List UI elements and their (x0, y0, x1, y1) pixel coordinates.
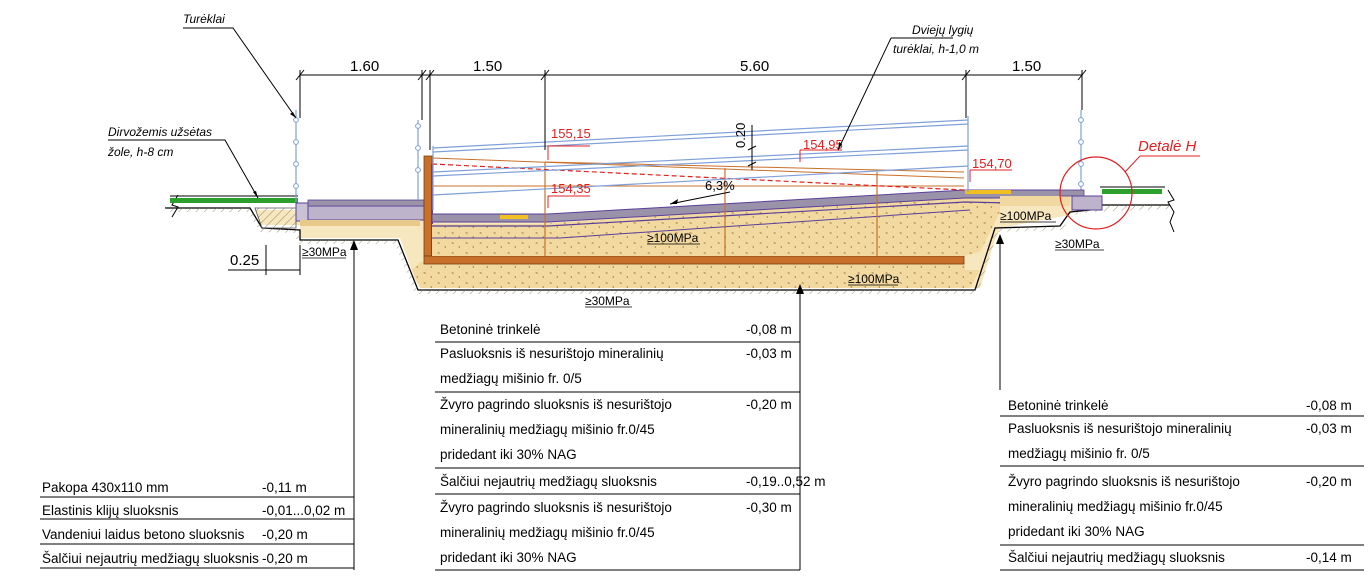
right-row1-value: -0,08 m (1306, 398, 1352, 413)
handrail-nodes (293, 117, 1084, 189)
slope-label: 6,3% (705, 178, 735, 193)
dim-1-60: 1.60 (350, 58, 379, 75)
strength-30-bottom: ≥30MPa (585, 294, 630, 308)
ramp-body (431, 157, 1061, 256)
elevation-markers (547, 145, 1012, 208)
slope-arrow (669, 191, 731, 205)
ramp-base-gravel (432, 196, 1000, 256)
dim-1-50-left: 1.50 (473, 58, 502, 75)
layer-table-right: Betoninė trinkelė -0,08 m Pasluoksnis iš… (1000, 398, 1364, 571)
callout-dirvozemis-line1: Dirvožemis užsėtas (108, 125, 212, 139)
right-row2-value: -0,03 m (1306, 421, 1352, 436)
left-row1-name: Pakopa 430x110 mm (42, 480, 169, 495)
mid-row1-value: -0,08 m (746, 322, 792, 337)
callout-leaders (108, 27, 953, 199)
right-row3-line2: mineralinių medžiagų mišinio fr.0/45 (1008, 499, 1223, 514)
strength-100-middle: ≥100MPa (647, 231, 699, 245)
left-row4-name: Šalčiui nejautrių medžiagų sluoksnis (42, 551, 259, 566)
detail-h-circle (1059, 156, 1133, 230)
gravel-base-layer-bottom (412, 262, 980, 288)
detail-h-leader (1124, 155, 1141, 173)
right-row3-line3: pridedant iki 30% NAG (1008, 524, 1145, 539)
left-row2-value: -0,01...0,02 m (262, 503, 345, 518)
callout-dviteju-line1: Dviejų lygių (912, 23, 974, 37)
hatching-strip (165, 205, 1170, 294)
mid-row4-value: -0,19..0,52 m (746, 474, 826, 489)
ramp-frost-layer-line (432, 209, 971, 239)
mid-row3-line2: mineralinių medžiagų mišinio fr.0/45 (440, 422, 655, 437)
mid-row5-line2: mineralinių medžiagų mišinio fr.0/45 (440, 525, 655, 540)
left-row2-name: Elastinis klijų sluoksnis (42, 503, 179, 518)
mid-row2-value: -0,03 m (746, 346, 792, 361)
mid-row3-line3: pridedant iki 30% NAG (440, 447, 577, 462)
right-row1-line1: Betoninė trinkelė (1008, 398, 1109, 413)
layer-table-middle: Betoninė trinkelė -0,08 m Pasluoksnis iš… (435, 316, 826, 571)
mid-row5-line1: Žvyro pagrindo sluoksnis iš nesurištojo (440, 500, 672, 515)
right-row3-value: -0,20 m (1306, 474, 1352, 489)
dimension-lines (228, 69, 1087, 275)
strength-30-right: ≥30MPa (1055, 237, 1100, 251)
elevation-154-35: 154,35 (551, 181, 591, 196)
strength-100-right: ≥100MPa (1000, 209, 1052, 223)
mid-row1-line1: Betoninė trinkelė (440, 322, 541, 337)
strength-30-left: ≥30MPa (302, 245, 347, 259)
elevation-155-15: 155,15 (551, 126, 591, 141)
mid-row5-line3: pridedant iki 30% NAG (440, 550, 577, 565)
break-mark-right (1167, 189, 1175, 233)
elevation-154-70: 154,70 (972, 156, 1012, 171)
right-row2-line2: medžiagų mišinio fr. 0/5 (1008, 446, 1150, 461)
mid-row2-line1: Pasluoksnis iš nesurištojo mineralinių (440, 346, 664, 361)
dim-0-25: 0.25 (230, 252, 259, 269)
mid-row4-line1: Šalčiui nejautrių medžiagų sluoksnis (440, 474, 657, 489)
table-pointer-arrows (353, 242, 1001, 470)
right-row4-line1: Šalčiui nejautrių medžiagų sluoksnis (1008, 550, 1225, 565)
handrails (295, 110, 1082, 210)
elevation-154-95: 154,95 (803, 137, 843, 152)
callout-dviteju-line2: turėklai, h-1,0 m (893, 42, 979, 56)
right-row3-line1: Žvyro pagrindo sluoksnis iš nesurištojo (1008, 474, 1240, 489)
right-row4-value: -0,14 m (1306, 550, 1352, 565)
dim-1-50-right: 1.50 (1012, 58, 1041, 75)
mid-row3-value: -0,20 m (746, 397, 792, 412)
left-row1-value: -0,11 m (262, 480, 307, 495)
left-row3-value: -0,20 m (262, 527, 308, 542)
dim-5-60: 5.60 (740, 58, 769, 75)
strength-ticks (302, 221, 1104, 308)
layer-table-left: Pakopa 430x110 mm -0,11 m Elastinis klij… (40, 470, 355, 570)
right-row2-line1: Pasluoksnis iš nesurištojo mineralinių (1008, 421, 1232, 436)
detail-h-label: Detalė H (1138, 138, 1197, 155)
strength-100-bottom: ≥100MPa (848, 272, 900, 286)
dim-0-20: 0.20 (733, 123, 748, 148)
mid-row5-value: -0,30 m (746, 500, 792, 515)
slope-arrowhead (670, 199, 678, 204)
left-row4-value: -0,20 m (262, 551, 308, 566)
callout-tureklai: Turėklai (183, 12, 225, 26)
mid-row2-line2: medžiagų mišinio fr. 0/5 (440, 371, 582, 386)
mid-row3-line1: Žvyro pagrindo sluoksnis iš nesurištojo (440, 397, 672, 412)
left-row3-name: Vandeniui laidus betono sluoksnis (42, 527, 245, 542)
callout-dirvozemis-line2: žole, h-8 cm (107, 145, 173, 159)
